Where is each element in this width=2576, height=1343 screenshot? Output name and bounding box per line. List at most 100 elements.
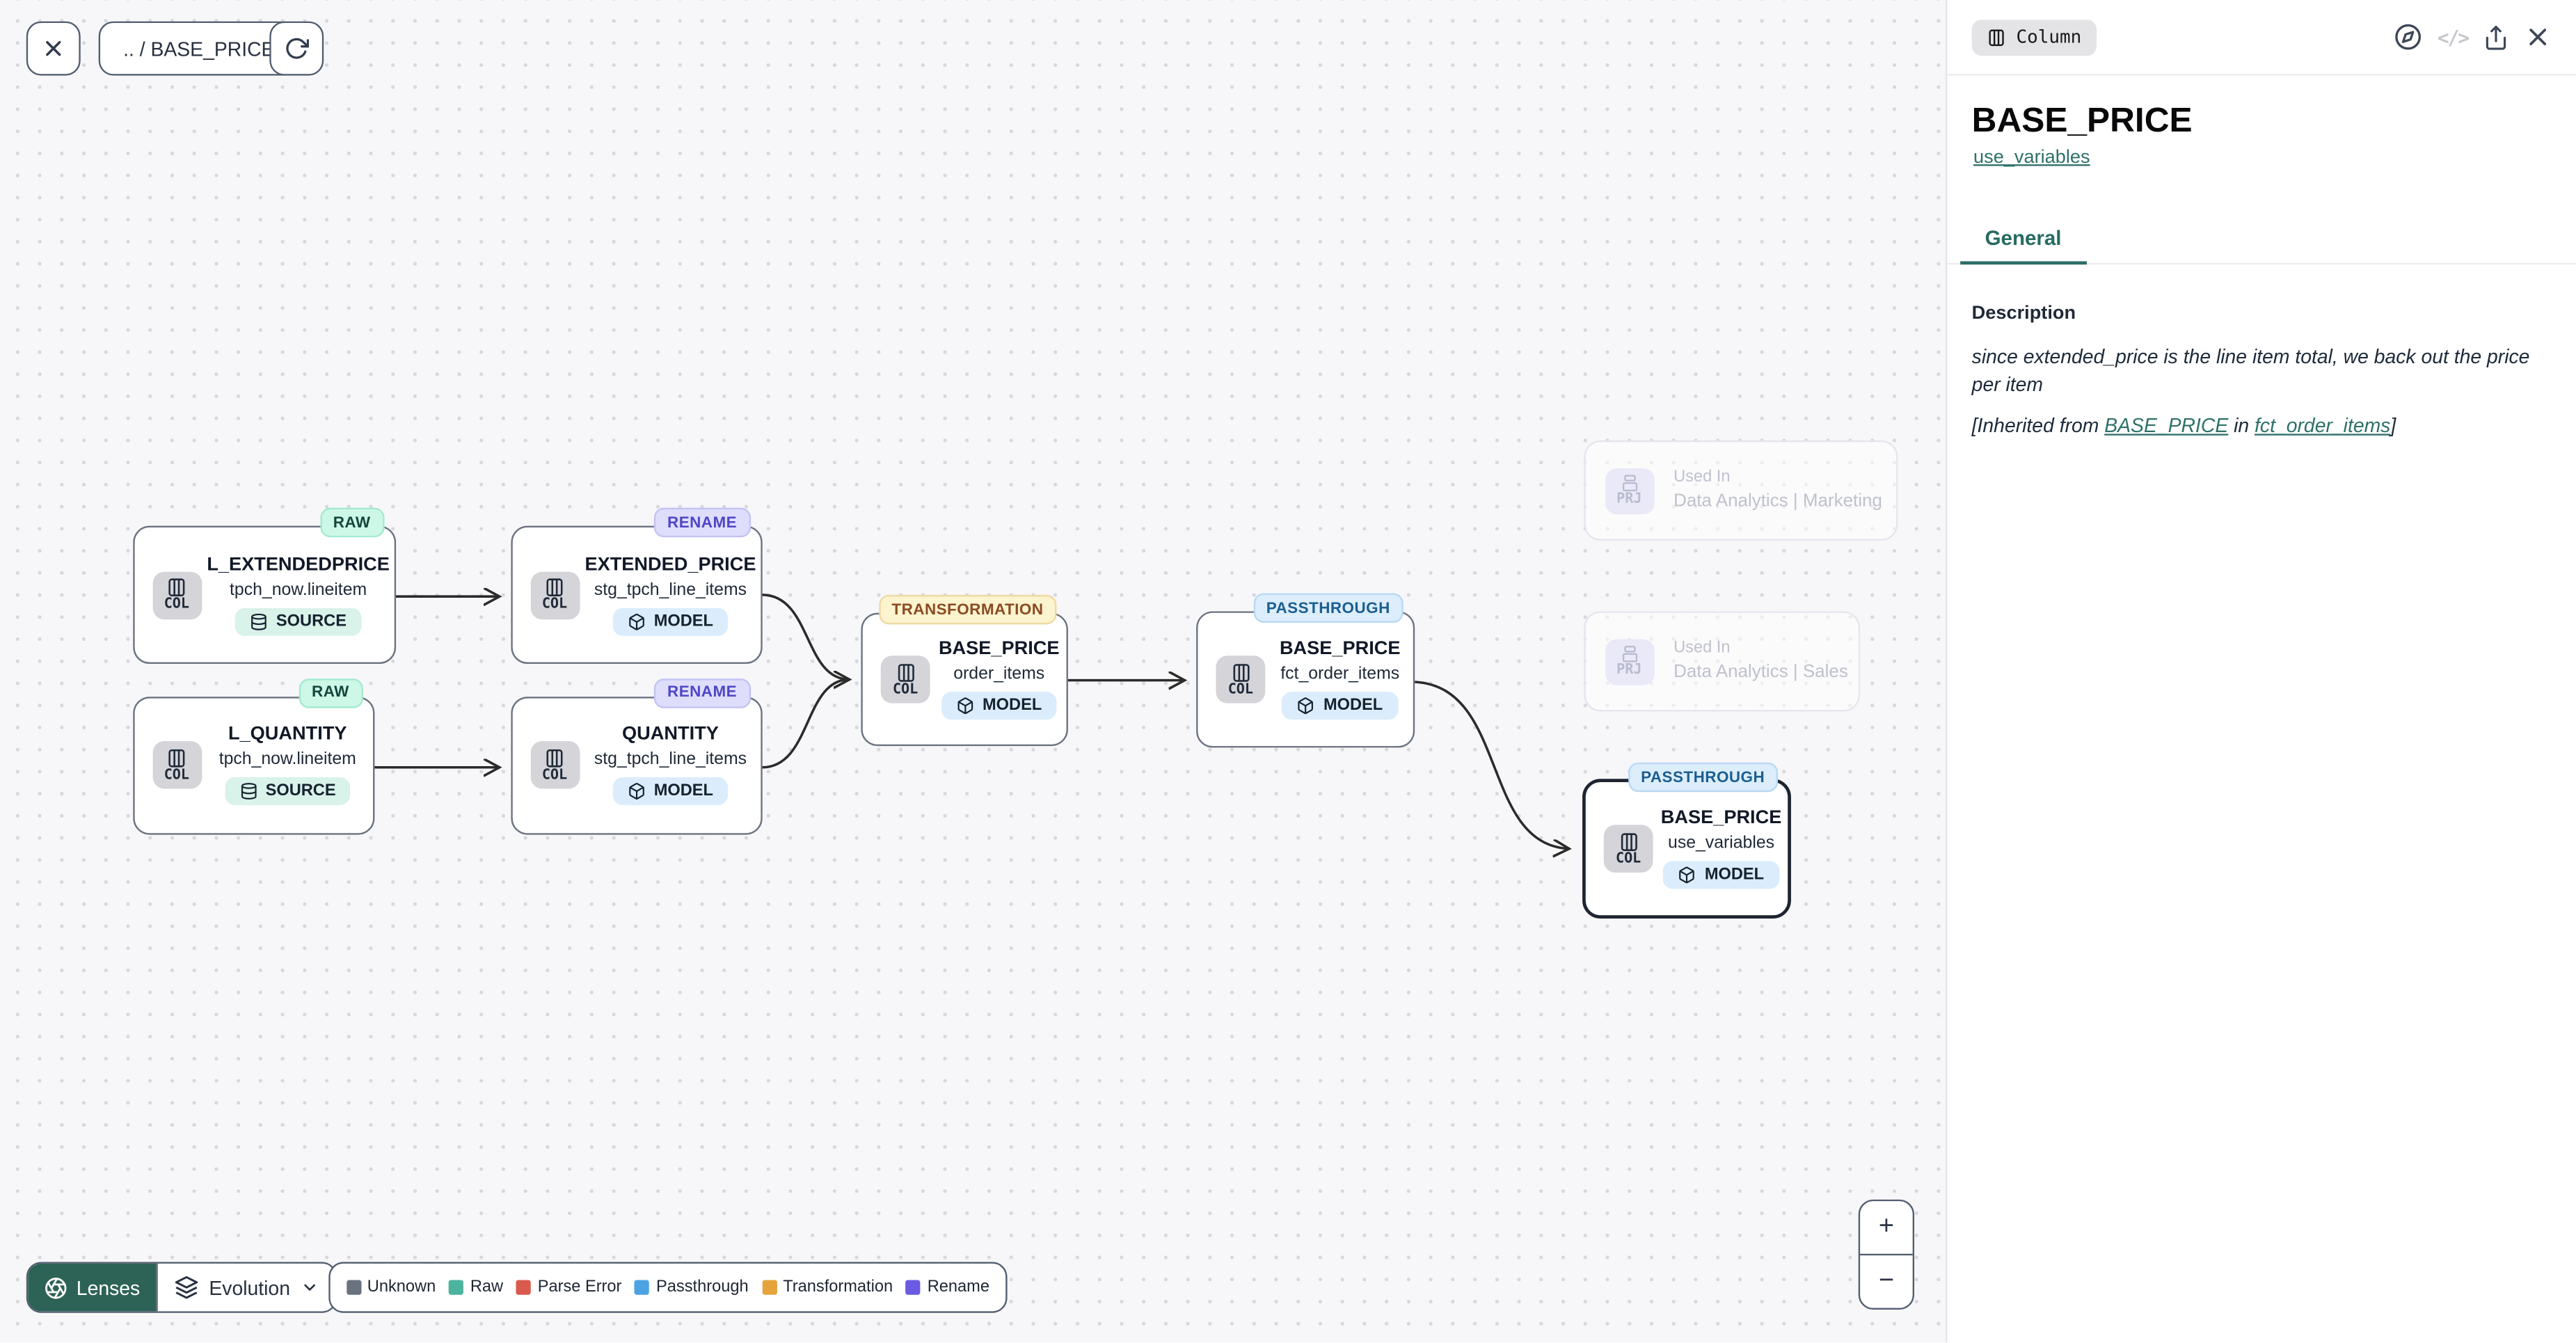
inherited-model-link[interactable]: fct_order_items: [2255, 414, 2391, 438]
node-l-extendedprice[interactable]: RAW COL L_EXTENDEDPRICE tpch_now.lineite…: [132, 507, 395, 665]
model-badge-label: MODEL: [653, 612, 713, 630]
legend-swatch: [635, 1280, 650, 1295]
panel-tabs: General: [1947, 215, 2576, 265]
column-kind-badge: COL: [530, 571, 580, 619]
cube-icon: [629, 612, 644, 630]
source-badge: SOURCE: [234, 607, 362, 635]
zoom-in-button[interactable]: +: [1860, 1201, 1913, 1256]
lens-legend: Unknown Raw Parse Error Passthrough Tran…: [328, 1262, 1008, 1313]
kind-label: COL: [541, 596, 568, 613]
legend-label: Passthrough: [656, 1278, 749, 1297]
column-kind-badge: COL: [1216, 655, 1266, 704]
column-kind-badge: COL: [530, 740, 580, 789]
project-badge: PRJ: [1604, 638, 1654, 685]
kind-label: COL: [892, 681, 919, 698]
legend-swatch: [346, 1280, 361, 1295]
legend-item-passthrough: Passthrough: [635, 1278, 749, 1297]
inherited-column-link[interactable]: BASE_PRICE: [2104, 414, 2229, 438]
used-in-node-marketing[interactable]: PRJ Used In Data Analytics | Marketing: [1583, 440, 1898, 541]
node-title: BASE_PRICE: [1279, 639, 1401, 659]
kind-label: COL: [164, 766, 189, 784]
model-badge: MODEL: [1663, 861, 1779, 889]
cube-icon: [1298, 697, 1314, 715]
inherited-middle: in: [2228, 414, 2255, 438]
columns-icon: [897, 663, 914, 681]
close-lineage-button[interactable]: [26, 21, 81, 76]
edge-extendedprice-baseprice: [761, 594, 850, 680]
legend-item-unknown: Unknown: [346, 1278, 436, 1296]
columns-icon: [1620, 832, 1637, 850]
breadcrumb[interactable]: .. / BASE_PRICE: [98, 21, 299, 76]
lenses-button[interactable]: Lenses: [26, 1263, 157, 1312]
used-in-project-name: Data Analytics | Sales: [1673, 662, 1848, 682]
edge-quantity-baseprice: [761, 678, 850, 769]
node-title: QUANTITY: [622, 724, 719, 745]
node-subtitle: stg_tpch_line_items: [594, 579, 747, 599]
legend-label: Rename: [927, 1278, 990, 1297]
node-quantity[interactable]: RENAME COL QUANTITY stg_tpch_line_items …: [510, 678, 762, 834]
node-title: L_EXTENDEDPRICE: [207, 554, 390, 575]
model-badge-label: MODEL: [653, 782, 713, 801]
entity-type-label: Column: [2016, 26, 2082, 48]
tab-general[interactable]: General: [1960, 215, 2086, 265]
column-kind-badge: COL: [152, 740, 202, 789]
legend-item-parse-error: Parse Error: [516, 1278, 621, 1296]
node-subtitle: fct_order_items: [1280, 664, 1400, 684]
model-badge-label: MODEL: [983, 697, 1042, 715]
inherited-prefix: [Inherited from: [1971, 414, 2105, 438]
used-in-node-sales[interactable]: PRJ Used In Data Analytics | Sales: [1583, 611, 1859, 712]
legend-swatch: [906, 1280, 921, 1295]
code-icon[interactable]: </>: [2437, 25, 2470, 49]
lens-tag: PASSTHROUGH: [1253, 593, 1404, 623]
node-l-quantity[interactable]: RAW COL L_QUANTITY tpch_now.lineitem SOU…: [132, 678, 374, 834]
legend-label: Parse Error: [537, 1278, 622, 1297]
kind-label: COL: [541, 766, 568, 784]
legend-label: Raw: [470, 1278, 504, 1297]
lineage-canvas[interactable]: .. / BASE_PRICE PRJ Used In Data Analyti…: [0, 0, 1946, 1343]
legend-swatch: [449, 1280, 464, 1295]
node-base-price-order-items[interactable]: TRANSFORMATION COL BASE_PRICE order_item…: [861, 594, 1068, 747]
node-subtitle: use_variables: [1668, 833, 1775, 853]
node-base-price-fct-order-items[interactable]: PASSTHROUGH COL BASE_PRICE fct_order_ite…: [1196, 593, 1415, 748]
node-title: L_QUANTITY: [228, 724, 347, 745]
lenses-control: Lenses Evolution: [25, 1262, 337, 1313]
node-base-price-use-variables-selected[interactable]: PASSTHROUGH COL BASE_PRICE use_variables…: [1582, 762, 1791, 919]
edge-layer: [374, 0, 1946, 1342]
lens-tag: RENAME: [654, 507, 750, 538]
share-icon[interactable]: [2483, 24, 2509, 50]
description-text: since extended_price is the line item to…: [1971, 344, 2530, 397]
close-panel-icon[interactable]: [2524, 23, 2552, 51]
inherited-suffix: ]: [2390, 414, 2396, 438]
source-badge-label: SOURCE: [265, 782, 336, 801]
details-panel-header: Column </>: [1947, 0, 2576, 76]
zoom-out-button[interactable]: −: [1878, 1266, 1894, 1295]
column-kind-badge: COL: [880, 655, 930, 704]
model-badge: MODEL: [612, 607, 729, 635]
model-badge-label: MODEL: [1323, 697, 1383, 715]
model-link[interactable]: use_variables: [1973, 148, 2090, 168]
lens-mode-dropdown[interactable]: Evolution: [156, 1263, 335, 1312]
model-badge: MODEL: [941, 692, 1057, 720]
columns-icon: [168, 578, 185, 596]
kind-label: COL: [1615, 850, 1641, 867]
lenses-label: Lenses: [76, 1276, 141, 1299]
compass-icon[interactable]: [2394, 23, 2422, 51]
cube-icon: [1680, 866, 1695, 884]
used-in-label: Used In: [1673, 639, 1731, 658]
project-icon: [1621, 475, 1637, 492]
refresh-button[interactable]: [269, 21, 324, 76]
source-badge-label: SOURCE: [276, 612, 347, 630]
kind-label: COL: [1227, 681, 1253, 698]
node-extended-price[interactable]: RENAME COL EXTENDED_PRICE stg_tpch_line_…: [510, 507, 762, 665]
source-badge: SOURCE: [224, 777, 351, 806]
columns-icon: [1989, 29, 2004, 45]
zoom-controls: + −: [1858, 1199, 1915, 1310]
lens-tag: RAW: [319, 507, 384, 538]
description-heading: Description: [1971, 303, 2076, 324]
layers-icon: [175, 1276, 198, 1299]
breadcrumb-label: .. / BASE_PRICE: [123, 37, 275, 61]
used-in-project-name: Data Analytics | Marketing: [1673, 491, 1882, 511]
kind-label: COL: [164, 596, 189, 613]
node-title: BASE_PRICE: [1660, 808, 1782, 829]
